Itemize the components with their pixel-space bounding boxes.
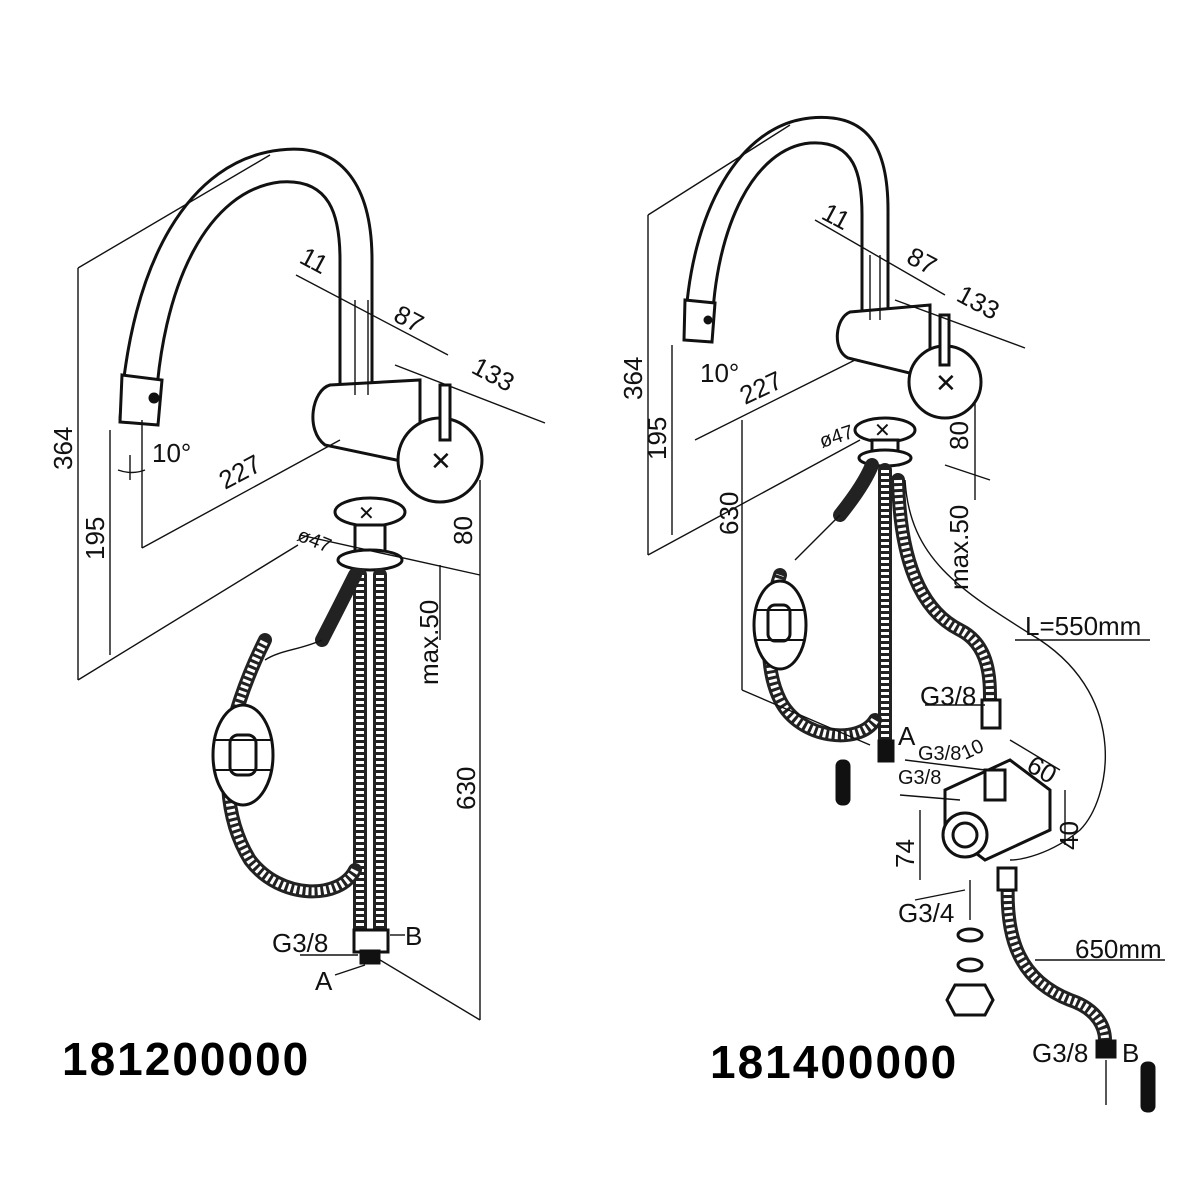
right-dim-11: 11 [817,197,855,236]
left-dim-630: 630 [451,767,481,810]
right-sensor-2 [1140,1061,1156,1113]
right-connection-a: A [898,721,916,751]
right-thread-valve-out: G3/4 [898,898,954,928]
right-washer-1 [956,927,984,943]
left-faucet-drawing: ✕ ✕ [48,147,546,1085]
right-thread-valve-a: G3/8 [918,743,961,765]
right-dim-364: 364 [618,357,648,400]
right-dim-80: 80 [944,421,974,450]
right-spray-head [682,298,717,344]
right-dim-227: 227 [735,365,787,411]
right-dim-max50: max.50 [944,505,974,590]
left-dim-364: 364 [48,427,78,470]
right-dim-74: 74 [890,839,920,868]
svg-text:✕: ✕ [874,420,891,442]
left-model-number: 181200000 [62,1033,310,1085]
right-spray-button-icon [703,315,713,325]
left-handle-cross-icon: ✕ [430,446,452,476]
left-dim-max50: max.50 [414,600,444,685]
left-spray-button-icon [148,392,160,404]
left-dim-11: 11 [295,241,333,280]
left-lever [438,383,452,442]
right-hose-length-bottom: 650mm [1075,934,1162,964]
right-outlet-fitting [996,866,1018,892]
right-dim-195: 195 [642,417,672,460]
right-top-fitting [980,698,1002,730]
right-body-cylinder [835,303,932,380]
right-model-number: 181400000 [710,1036,958,1088]
right-bottom-connector [1095,1039,1117,1059]
right-hose-upper [833,458,879,522]
left-spray-head [118,373,164,427]
left-thread-label: G3/8 [272,928,328,958]
left-dim-195: 195 [80,517,110,560]
left-spout-outer [118,147,374,421]
left-spout-inner [153,180,342,421]
right-hex-nut [945,983,995,1017]
left-body-cylinder [311,378,422,467]
right-dim-10: 10 [958,735,987,764]
left-dim-87: 87 [389,299,429,339]
right-dim-40: 40 [1054,821,1084,850]
left-connection-b: B [405,921,422,951]
right-washer-2 [956,957,984,973]
left-connection-a: A [315,966,333,996]
left-dim-133: 133 [467,351,519,398]
right-dim-diameter: ø47 [817,421,857,453]
right-dim-87: 87 [902,241,942,281]
left-hose-upper [315,568,362,647]
left-dim-227: 227 [214,448,266,495]
right-faucet-drawing: ✕ ✕ [618,115,1165,1113]
right-lever [938,313,951,367]
right-dim-630: 630 [714,492,744,535]
svg-text:✕: ✕ [935,368,957,398]
right-hose-length-top: L=550mm [1025,611,1141,641]
right-valve-inlet [983,768,1007,802]
right-dim-133: 133 [952,279,1004,326]
right-sensor-1 [835,759,851,806]
right-connection-b: B [1122,1038,1139,1068]
left-dim-angle: 10° [152,438,191,468]
right-thread-valve-b: G3/8 [898,767,941,789]
left-mount-nut [336,548,404,572]
right-thread-bottom: G3/8 [1032,1038,1088,1068]
left-dim-80: 80 [448,516,478,545]
right-sensor-cable [904,479,1106,861]
right-spout-outer [683,115,890,331]
left-bottom-connector [352,928,390,954]
svg-text:✕: ✕ [358,503,375,525]
left-dim-diameter: ø47 [294,524,334,557]
right-thread-top: G3/8 [920,681,976,711]
right-spout-inner [710,141,864,331]
right-dim-angle: 10° [700,358,739,388]
